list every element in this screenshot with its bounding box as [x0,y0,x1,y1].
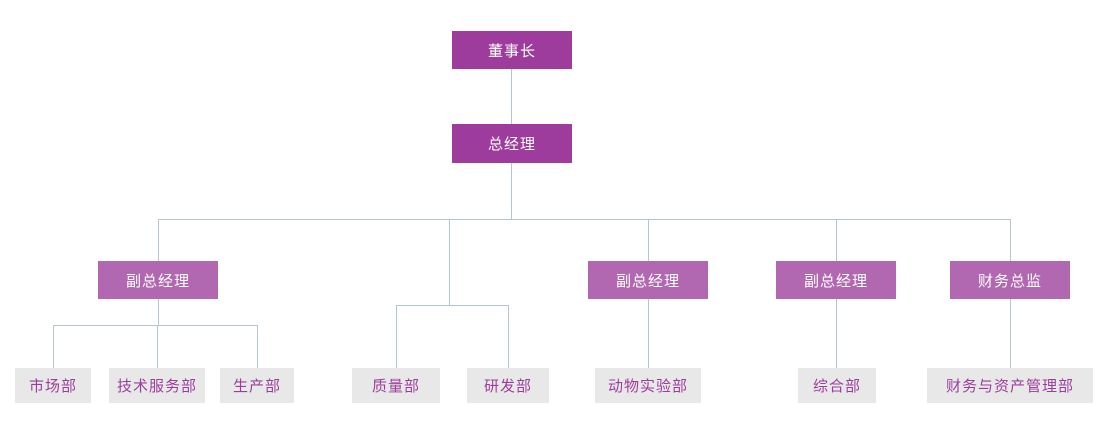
connector-gm-mainline [511,163,512,219]
connector-drop-animal-lab [648,299,649,368]
org-node-general-affairs-dept: 综合部 [798,368,876,403]
connector-chairman-gm [511,69,512,124]
org-node-deputy-gm-1: 副总经理 [98,261,218,299]
org-node-rnd-dept: 研发部 [467,368,549,403]
org-node-finance-asset-dept: 财务与资产管理部 [927,368,1093,403]
connector-deputy1-horizontal [53,325,257,326]
org-node-chairman: 董事长 [452,31,572,69]
connector-drop-general-affairs [836,299,837,368]
connector-drop-finance-director [1010,219,1011,261]
org-node-production-dept: 生产部 [220,368,294,403]
connector-quality-rnd-horizontal [396,305,508,306]
connector-drop-quality [396,305,397,368]
connector-drop-finance-asset [1010,299,1011,368]
org-node-marketing-dept: 市场部 [15,368,91,403]
org-node-animal-lab-dept: 动物实验部 [595,368,701,403]
connector-drop-quality-rnd [449,219,450,305]
connector-drop-marketing [53,325,54,368]
org-node-tech-service-dept: 技术服务部 [109,368,205,403]
connector-main-horizontal [158,219,1011,220]
org-node-quality-dept: 质量部 [352,368,440,403]
connector-drop-rnd [508,305,509,368]
connector-drop-production [257,325,258,368]
connector-drop-deputy1 [158,219,159,261]
connector-deputy1-subline [158,299,159,325]
org-node-finance-director: 财务总监 [950,261,1070,299]
org-node-general-manager: 总经理 [452,124,572,163]
org-node-deputy-gm-3: 副总经理 [776,261,896,299]
org-node-deputy-gm-2: 副总经理 [588,261,708,299]
connector-drop-tech-service [157,325,158,368]
connector-drop-deputy2 [648,219,649,261]
connector-drop-deputy3 [836,219,837,261]
